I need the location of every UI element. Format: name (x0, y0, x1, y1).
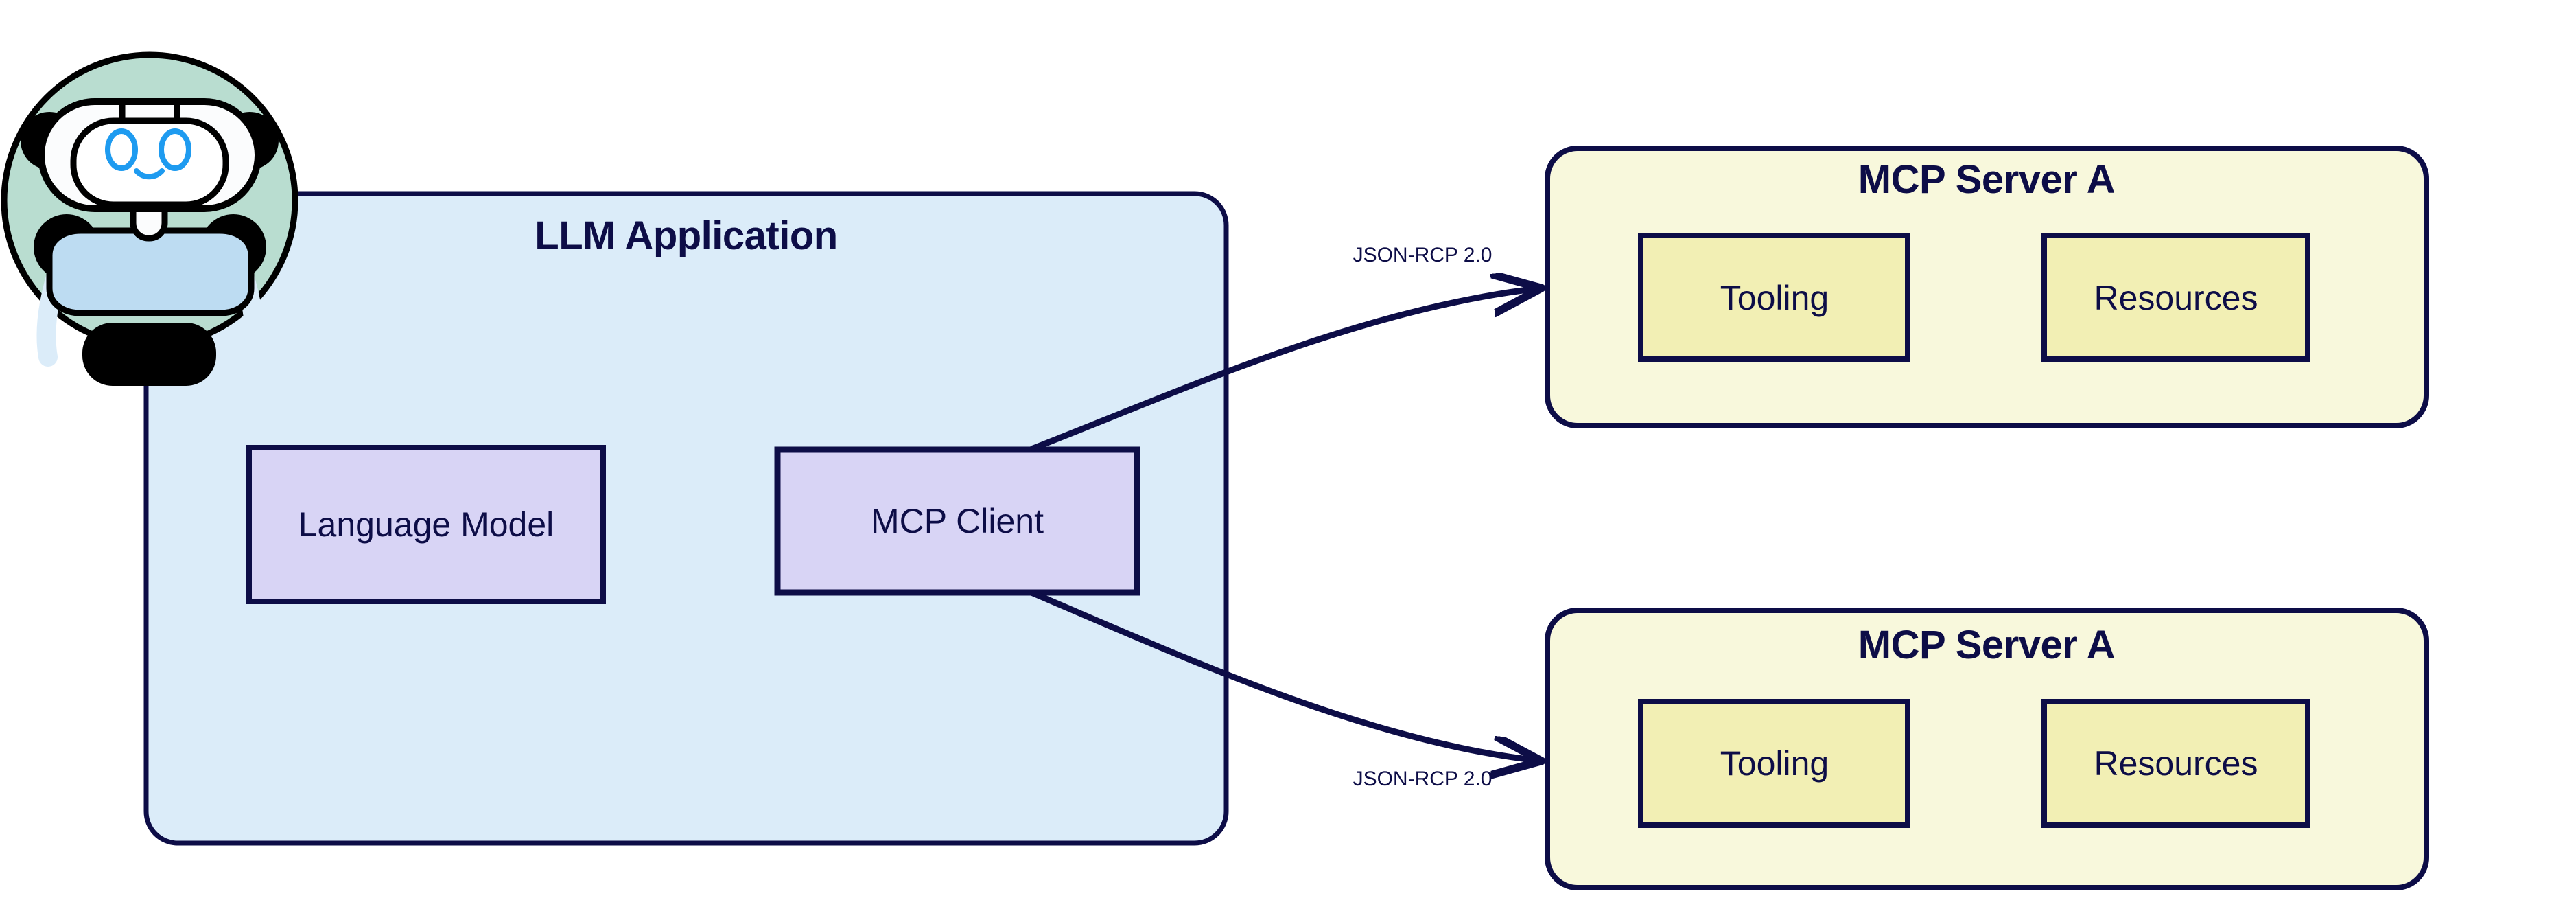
mcp-client-node[interactable] (774, 446, 1140, 596)
tooling-label-top: Tooling (1720, 279, 1829, 317)
edge-label-top: JSON-RCP 2.0 (1353, 244, 1492, 266)
robot-eye-left-icon (105, 128, 138, 171)
mcp-server-a-bottom-title: MCP Server A (1858, 623, 2116, 667)
mcp-client-label: MCP Client (871, 502, 1044, 540)
mcp-server-a-top-title: MCP Server A (1858, 157, 2116, 202)
edge-mcp-client-to-server-top (1030, 288, 1539, 452)
tooling-box-top (1638, 233, 1910, 362)
robot-face-icon (70, 117, 229, 208)
llm-application-container[interactable] (143, 191, 1229, 846)
edge-label-bottom: JSON-RCP 2.0 (1353, 768, 1492, 790)
tooling-box-bottom (1638, 699, 1910, 828)
resources-label-bottom: Resources (2094, 744, 2258, 783)
resources-label-top: Resources (2094, 279, 2258, 317)
robot-avatar-icon (1, 51, 298, 386)
mcp-client-box (774, 446, 1140, 596)
robot-base-icon (82, 323, 216, 386)
llm-application-box (143, 191, 1229, 846)
mcp-server-a-top-container[interactable] (1545, 146, 2429, 428)
robot-smile-icon (134, 168, 165, 180)
language-model-node[interactable] (246, 445, 606, 604)
robot-eye-right-icon (159, 128, 191, 171)
resources-box-bottom (2041, 699, 2310, 828)
resources-box-top (2041, 233, 2310, 362)
language-model-box (246, 445, 606, 604)
tooling-label-bottom: Tooling (1720, 744, 1829, 783)
language-model-label: Language Model (298, 505, 554, 544)
mcp-server-a-bottom-container[interactable] (1545, 608, 2429, 890)
llm-application-title: LLM Application (535, 214, 838, 258)
edge-mcp-client-to-server-bottom (1030, 589, 1539, 761)
robot-torso-icon (46, 227, 255, 316)
